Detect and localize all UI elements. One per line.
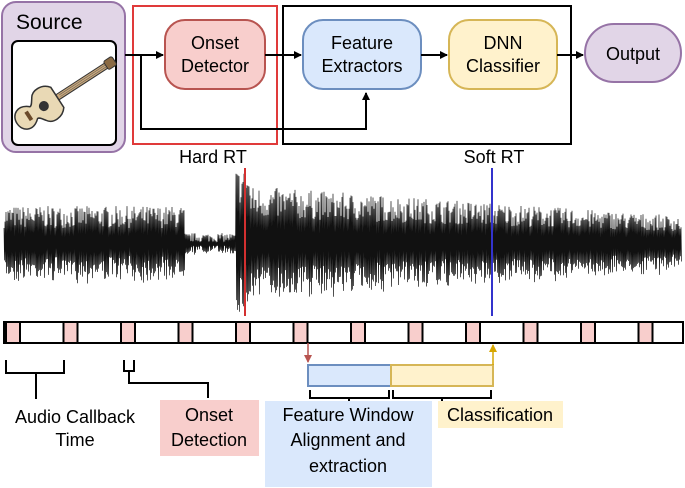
feature-extractors-label-1: Feature	[331, 33, 393, 53]
pipeline-arrows	[125, 51, 584, 130]
source-label: Source	[16, 11, 83, 34]
onset-detection-label-1: Onset	[185, 405, 233, 425]
onset-detection-slot	[407, 321, 424, 344]
hard-rt-region-box	[132, 5, 278, 145]
feature-window-label-bg	[265, 401, 432, 487]
feature-extractors-label-2: Extractors	[321, 56, 402, 76]
audio-callback-frame-strip	[3, 321, 684, 344]
arrow-source-to-feature-bypass	[140, 55, 370, 130]
onset-detection-slot	[5, 321, 21, 344]
classification-bar	[390, 364, 494, 387]
onset-detector-label-1: Onset	[191, 33, 239, 53]
feature-window-label-3: extraction	[309, 456, 387, 476]
feature-extractors-block: Feature Extractors	[302, 19, 422, 90]
dnn-classifier-label-2: Classifier	[466, 56, 540, 76]
onset-detection-slot	[120, 321, 136, 344]
onset-detection-label-bg	[160, 400, 259, 456]
feature-window-label-1: Feature Window	[282, 405, 414, 425]
onset-detector-block: Onset Detector	[164, 19, 266, 90]
onset-detection-slot	[235, 321, 251, 344]
output-label: Output	[606, 44, 660, 64]
onset-detection-slot	[580, 321, 596, 344]
dnn-classifier-label-1: DNN	[484, 33, 523, 53]
soft-rt-label: Soft RT	[464, 147, 525, 167]
onset-detection-label-2: Detection	[171, 430, 247, 450]
onset-detection-slot	[637, 321, 654, 344]
frame-strip-border	[3, 321, 684, 344]
onset-detection-slot	[292, 321, 309, 344]
onset-detection-slot	[522, 321, 539, 344]
feature-window-label-2: Alignment and	[290, 430, 405, 450]
soft-rt-region-box	[282, 5, 572, 145]
audio-callback-label-2: Time	[55, 430, 94, 450]
onset-detection-slot	[465, 321, 481, 344]
onset-detection-slot	[177, 321, 194, 344]
onset-detection-slot	[350, 321, 366, 344]
onset-detector-label-2: Detector	[181, 56, 249, 76]
classification-label: Classification	[447, 405, 553, 425]
source-block: Source	[1, 1, 126, 153]
dnn-classifier-block: DNN Classifier	[448, 19, 558, 90]
hard-rt-label: Hard RT	[179, 147, 247, 167]
acoustic-guitar-icon	[14, 56, 117, 130]
classification-label-bg	[438, 401, 563, 428]
audio-callback-label-1: Audio Callback	[15, 407, 136, 427]
feature-window-bar	[307, 364, 392, 387]
onset-detection-slot	[62, 321, 79, 344]
audio-waveform	[3, 173, 682, 314]
output-block: Output	[584, 23, 682, 83]
